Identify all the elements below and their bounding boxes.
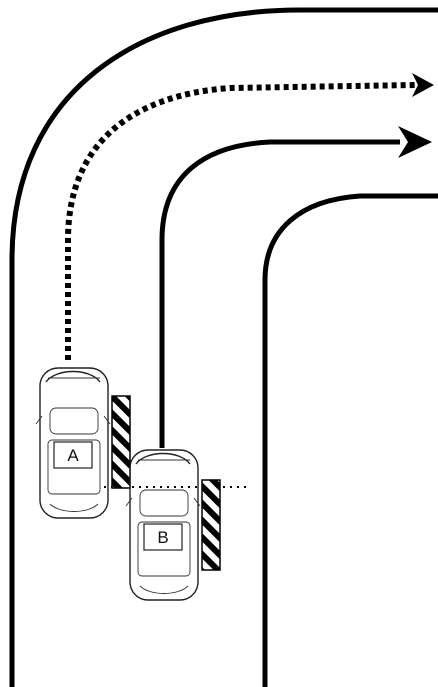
- car-b: B: [125, 449, 201, 601]
- arrowhead-dotted: [412, 73, 434, 97]
- striped-pole-b: [201, 479, 221, 571]
- path-vehicle-a: [65, 82, 416, 360]
- road-inner-edge: [262, 193, 438, 687]
- path-vehicle-b: [159, 139, 400, 448]
- car-b-label: B: [157, 528, 168, 547]
- road-outer-edge: [9, 7, 438, 687]
- arrowhead-solid: [398, 126, 432, 158]
- striped-pole-a: [111, 395, 131, 489]
- car-a-label: A: [67, 446, 79, 465]
- car-a: A: [35, 367, 111, 519]
